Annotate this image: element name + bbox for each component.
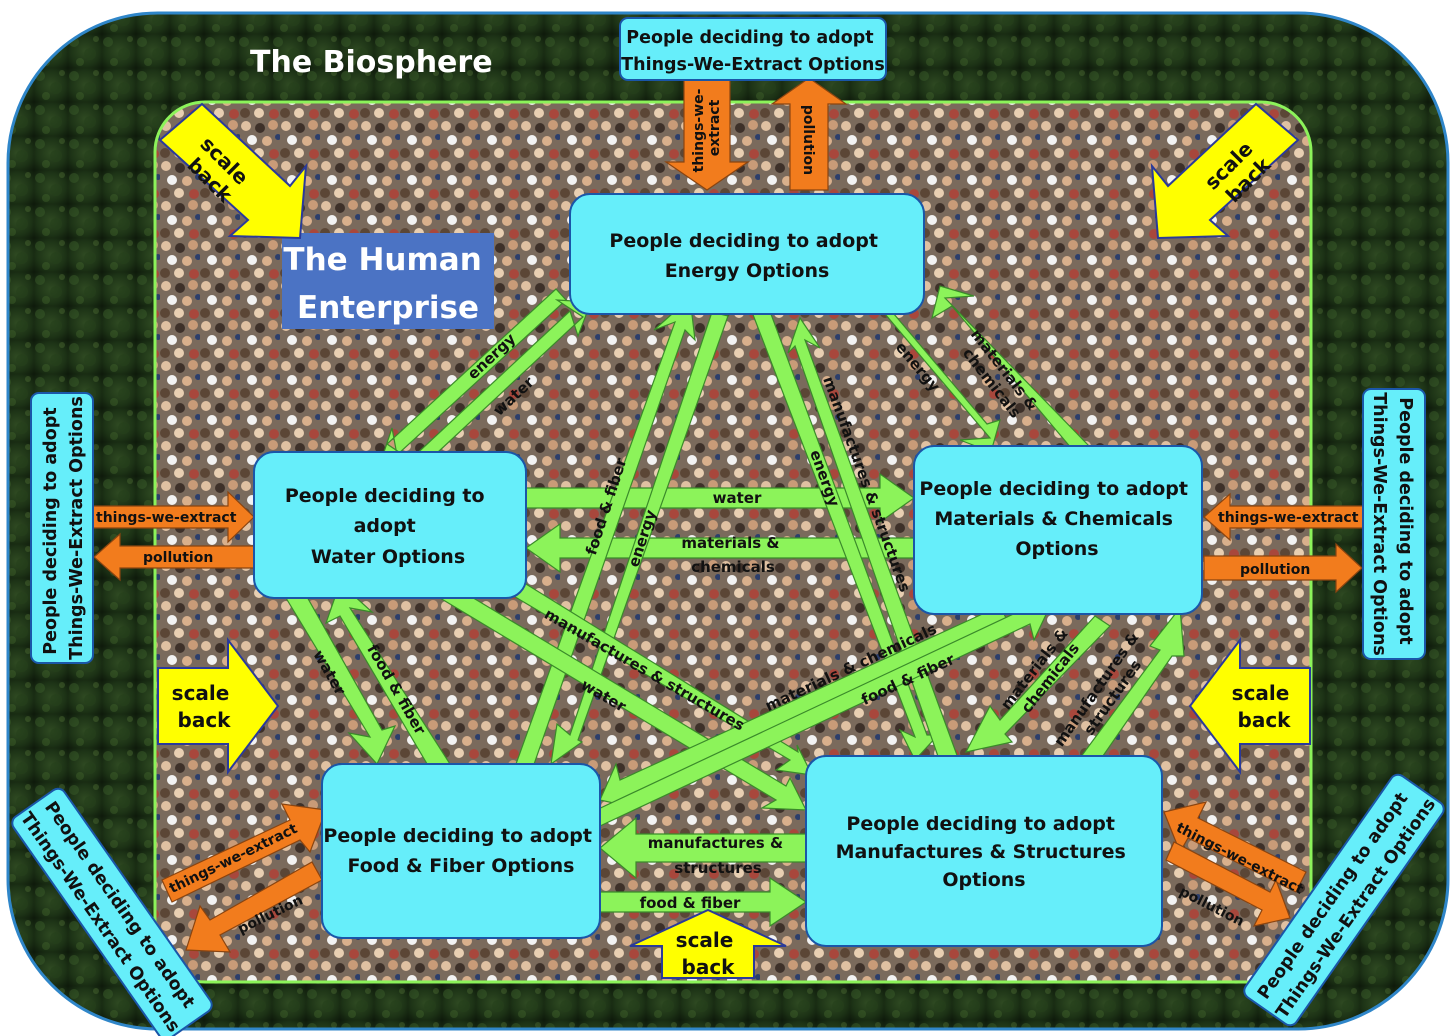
arrow-energy-to-materials bbox=[876, 293, 1001, 453]
arrow-br-pollution-out bbox=[1165, 841, 1291, 927]
right-extract-label: things-we-extract bbox=[1218, 510, 1359, 526]
arrow-bl-extract-in bbox=[161, 803, 327, 903]
scale-back-label-right: scale back bbox=[1232, 681, 1297, 732]
top-extract-label: things-we- extract bbox=[691, 84, 723, 173]
arrow-top-extract-in bbox=[664, 79, 750, 191]
arrow-manufactures-to-food bbox=[599, 816, 807, 880]
energy-box-label: People deciding to adopt Energy Options bbox=[609, 230, 884, 282]
water-box bbox=[253, 451, 527, 599]
label-materials-water: materials & chemicals bbox=[681, 534, 784, 576]
enterprise-label-box bbox=[282, 233, 494, 329]
flow-arrows bbox=[285, 285, 1185, 928]
scale-back-label-bottom: scale back bbox=[676, 928, 741, 979]
materials-box-label: People deciding to adopt Materials & Che… bbox=[919, 478, 1194, 560]
energy-box bbox=[569, 193, 925, 315]
scale-back-top-right bbox=[1150, 102, 1300, 240]
scale-back-left bbox=[157, 637, 280, 775]
scale-back-label-left: scale back bbox=[172, 681, 237, 732]
arrow-materials-to-energy bbox=[931, 285, 1091, 456]
arrow-water-to-manufactures bbox=[489, 567, 814, 776]
label-food-manufactures: food & fiber bbox=[640, 894, 741, 912]
arrow-left-extract-in bbox=[89, 490, 255, 544]
top-pollution-label: pollution bbox=[800, 105, 816, 175]
manufactures-box-label: People deciding to adopt Manufactures & … bbox=[836, 813, 1133, 891]
biosphere-title: The Biosphere bbox=[250, 45, 493, 80]
materials-box bbox=[913, 445, 1203, 615]
scale-back-bottom bbox=[629, 908, 787, 979]
left-pollution-label: pollution bbox=[143, 550, 213, 566]
extract-box-left: People deciding to adopt Things-We-Extra… bbox=[30, 392, 94, 664]
svg-text:People deciding to adopt: People deciding to adopt Things-We-Extra… bbox=[1369, 392, 1415, 656]
scale-back-arrows bbox=[157, 102, 1311, 979]
extract-box-right: People deciding to adopt Things-We-Extra… bbox=[1362, 388, 1426, 660]
water-box-label: People deciding to adopt Water Options bbox=[285, 485, 491, 568]
decision-boxes bbox=[253, 193, 1203, 947]
arrow-energy-to-manufactures bbox=[751, 305, 940, 762]
arrow-water-to-materials bbox=[525, 472, 916, 524]
extract-arrows bbox=[89, 77, 1367, 953]
manufactures-box bbox=[805, 755, 1163, 947]
arrow-materials-to-manufactures bbox=[964, 615, 1111, 753]
extract-box-top: People deciding to adopt Things-We-Extra… bbox=[619, 17, 887, 81]
arrow-food-to-manufactures bbox=[599, 876, 808, 928]
scale-back-right bbox=[1188, 637, 1311, 775]
right-pollution-label: pollution bbox=[1240, 562, 1310, 578]
svg-text:People deciding to adopt: People deciding to adopt Things-We-Extra… bbox=[621, 28, 885, 75]
svg-text:People deciding to adopt: People deciding to adopt Things-We-Extra… bbox=[41, 396, 87, 660]
arrow-water-to-food bbox=[285, 587, 397, 766]
arrow-food-to-water bbox=[324, 581, 451, 775]
enterprise-title: The Human Enterprise bbox=[283, 242, 492, 326]
label-water-materials: water bbox=[713, 489, 762, 507]
arrow-top-pollution-out bbox=[770, 77, 848, 191]
food-box-label: People deciding to adopt Food & Fiber Op… bbox=[323, 825, 598, 877]
scale-back-top-left bbox=[158, 102, 308, 240]
arrow-manufactures-to-materials bbox=[1079, 606, 1185, 767]
food-box bbox=[321, 763, 601, 939]
left-extract-label: things-we-extract bbox=[96, 510, 237, 526]
arrow-br-extract-in bbox=[1163, 801, 1307, 893]
arrow-right-extract-in bbox=[1203, 492, 1367, 542]
label-manufactures-food: manufactures & structures bbox=[648, 834, 789, 877]
arrow-right-pollution-out bbox=[1203, 542, 1363, 594]
arrow-energy-to-food bbox=[550, 311, 729, 766]
arrow-bl-pollution-out bbox=[185, 861, 323, 953]
arrow-left-pollution-out bbox=[93, 532, 255, 582]
